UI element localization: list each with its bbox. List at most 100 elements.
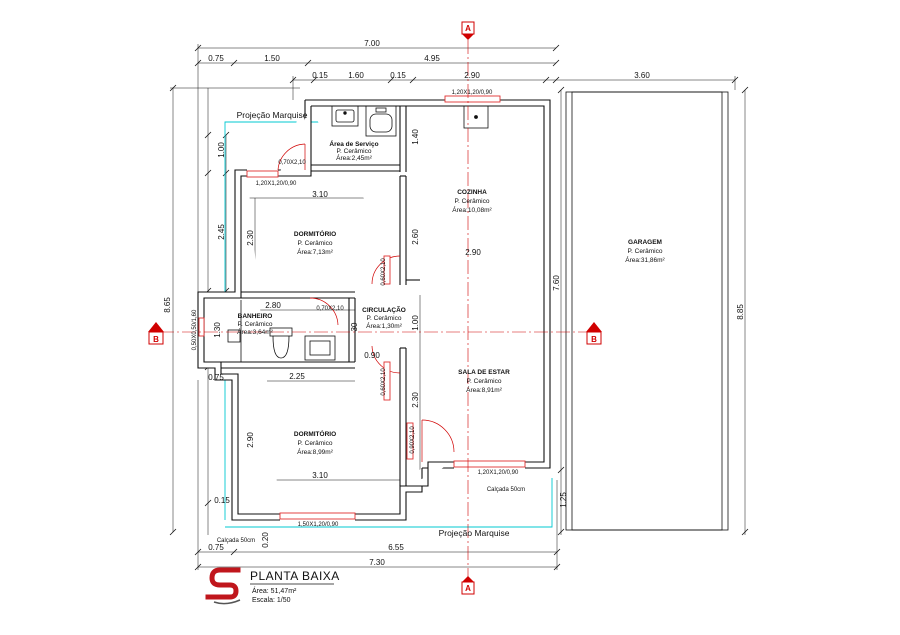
opening-d-banheiro: 0,70X2,10 — [316, 306, 344, 312]
section-marker-a-bottom — [461, 576, 475, 595]
opening-d-dorm1: 0,60X2,10 — [381, 258, 387, 286]
room-sala-name: SALA DE ESTAR — [458, 369, 510, 376]
doors — [277, 143, 455, 462]
opening-w-banheiro: 0,50X0,50/1,60 — [192, 309, 198, 350]
dim-circ-100: 1.00 — [411, 315, 420, 331]
dim-dorm2-225: 2.25 — [289, 372, 305, 381]
dim-cozinha-260: 2.60 — [411, 229, 420, 245]
tank-icon — [365, 105, 397, 137]
room-garagem-area: Área:31,86m² — [625, 255, 665, 264]
lavatory-icon — [304, 335, 336, 361]
dim-top-495: 4.95 — [424, 54, 440, 63]
dim-075-left: 0.75 — [208, 373, 224, 382]
dim-cozinha-140: 1.40 — [411, 129, 420, 145]
opening-d-dorm2: 0,60X2,10 — [381, 368, 387, 396]
dim-bottom-730: 7.30 — [369, 558, 385, 567]
windows — [198, 95, 526, 520]
dim-circ-030: 30 — [350, 322, 359, 331]
dim-dorm2-310: 3.10 — [312, 471, 328, 480]
dim-bottom-075: 0.75 — [208, 543, 224, 552]
title-scale: Escala: 1/50 — [252, 597, 291, 604]
sink-icon — [331, 105, 359, 127]
dim-top-075: 0.75 — [208, 54, 224, 63]
section-marker-b-left — [148, 322, 164, 345]
dim-row3-160: 1.60 — [348, 71, 364, 80]
dim-bottom-655: 6.55 — [388, 543, 404, 552]
dim-cozinha-290: 2.90 — [465, 248, 481, 257]
room-cozinha-area: Área:10,08m² — [452, 205, 492, 214]
dim-left-865: 8.65 — [163, 297, 172, 313]
room-garagem-name: GARAGEM — [628, 239, 662, 246]
dim-015: 0.15 — [214, 496, 230, 505]
opening-w-dorm2: 1,50X1,20/0,90 — [298, 522, 339, 528]
room-sala-floor: P. Cerâmico — [467, 378, 502, 385]
dim-row3-290: 2.90 — [464, 71, 480, 80]
cut-label-a-bottom: A — [465, 584, 471, 593]
room-sala-area: Área:8,91m² — [466, 385, 503, 394]
dim-row3-015b: 0.15 — [390, 71, 406, 80]
opening-d-servico: 0,70X2,10 — [278, 160, 306, 166]
room-servico-name: Área de Serviço — [329, 139, 378, 148]
room-servico-area: Área:2,45m² — [336, 153, 373, 162]
opening-d-sala: 0,90X2,10 — [410, 426, 416, 454]
opening-w-sala: 1,20X1,20/0,90 — [478, 470, 519, 476]
title-block: PLANTA BAIXA Área: 51,47m² Escala: 1/50 — [205, 567, 340, 605]
room-cozinha-floor: P. Cerâmico — [455, 198, 490, 205]
dim-left-290: 2.90 — [246, 432, 255, 448]
toilet-icon — [269, 327, 293, 359]
room-garagem-floor: P. Cerâmico — [628, 248, 663, 255]
label-projecao-bottom: Projeção Marquise — [439, 528, 510, 538]
dim-left-130: 1.30 — [213, 322, 222, 338]
garage-outline — [565, 91, 729, 531]
room-banheiro-name: BANHEIRO — [238, 313, 273, 320]
label-calcada-right: Calçada 50cm — [487, 487, 525, 493]
dim-dorm1-310: 3.10 — [312, 190, 328, 199]
dim-circ-090: 0.90 — [364, 351, 380, 360]
shower-icon — [227, 300, 242, 362]
walls — [197, 99, 551, 521]
cut-label-b-right: B — [591, 335, 597, 344]
dim-dorm1-230: 2.30 — [246, 230, 255, 246]
dim-left-245: 2.45 — [217, 224, 226, 240]
room-dorm1-area: Área:7,13m² — [297, 247, 334, 256]
title-planta-baixa: PLANTA BAIXA — [250, 569, 340, 583]
dim-banho-280: 2.80 — [265, 301, 281, 310]
dim-top-150: 1.50 — [264, 54, 280, 63]
section-marker-b-right — [586, 322, 602, 345]
dim-left-100: 1.00 — [217, 142, 226, 158]
logo-icon — [205, 567, 241, 605]
room-dorm2-area: Área:8,99m² — [297, 447, 334, 456]
dim-row3-360: 3.60 — [634, 71, 650, 80]
label-calcada-left: Calçada 50cm — [217, 538, 255, 544]
dimension-texts: 7.00 0.75 1.50 4.95 0.15 1.60 0.15 2.90 … — [163, 39, 745, 567]
other-labels: Projeção Marquise Projeção Marquise Calç… — [153, 24, 597, 593]
room-circulacao-name: CIRCULAÇÃO — [362, 305, 406, 314]
room-dorm2-floor: P. Cerâmico — [298, 440, 333, 447]
room-servico-floor: P. Cerâmico — [337, 148, 372, 155]
section-marker-a-top — [461, 21, 475, 40]
room-circulacao-area: Área:1,30m² — [366, 321, 403, 330]
cut-label-b-left: B — [153, 335, 159, 344]
dim-sala-230: 2.30 — [411, 392, 420, 408]
section-cut-lines — [160, 40, 600, 580]
title-area: Área: 51,47m² — [252, 586, 297, 595]
dim-right-125: 1.25 — [559, 492, 568, 508]
room-cozinha-name: COZINHA — [457, 189, 487, 196]
room-dorm1-floor: P. Cerâmico — [298, 240, 333, 247]
room-labels: Área de Serviço P. Cerâmico Área:2,45m² … — [237, 139, 665, 456]
room-circulacao-floor: P. Cerâmico — [367, 315, 402, 322]
label-projecao-top: Projeção Marquise — [237, 110, 308, 120]
dim-top-total: 7.00 — [364, 39, 380, 48]
room-banheiro-floor: P. Cerâmico — [238, 321, 273, 328]
room-banheiro-area: Área:3,64m² — [237, 327, 274, 336]
dim-row3-015a: 0.15 — [312, 71, 328, 80]
dim-bottom-020: 0.20 — [261, 532, 270, 548]
room-dorm1-name: DORMITÓRIO — [294, 229, 336, 238]
opening-labels: 1,20X1,20/0,90 1,20X1,20/0,90 0,70X2,10 … — [192, 90, 519, 528]
opening-w-cozinha: 1,20X1,20/0,90 — [452, 90, 493, 96]
dim-right-760: 7.60 — [552, 275, 561, 291]
kitchen-sink-icon — [463, 105, 489, 129]
cut-label-a-top: A — [465, 24, 471, 33]
dim-right-885: 8.85 — [736, 304, 745, 320]
